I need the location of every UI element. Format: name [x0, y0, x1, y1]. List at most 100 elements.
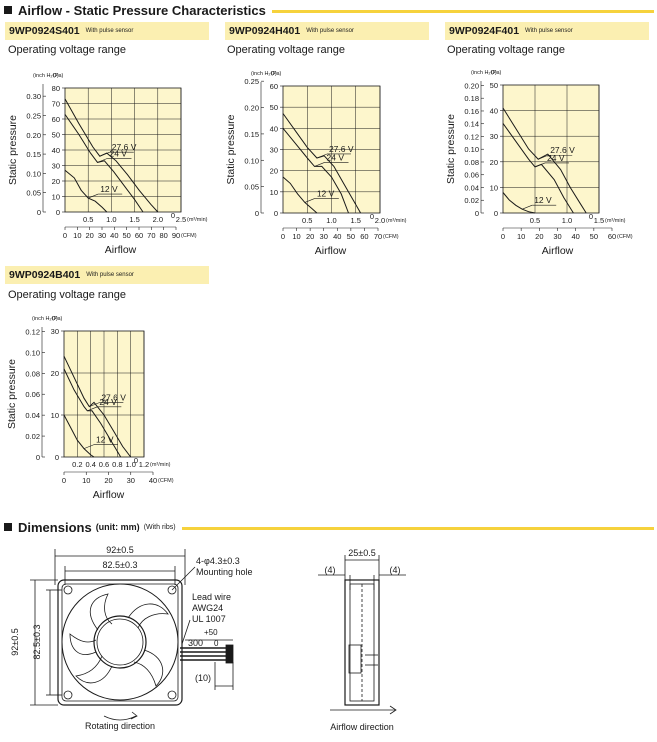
series-line: [282, 176, 318, 214]
lead-wire-label: Lead wire: [192, 592, 231, 602]
series-label-leader: [88, 193, 99, 199]
cfm-tick-label: 60: [135, 231, 143, 240]
x-tick-label: 2.0: [375, 216, 385, 225]
dim-depth: 25±0.5: [348, 548, 375, 558]
x-tick-label: 2.0: [153, 215, 163, 224]
pa-tick-label: 10: [52, 193, 60, 202]
y-axis-title: Static pressure: [6, 359, 18, 429]
cfm-tick-label: 60: [608, 232, 616, 241]
series-label-leader: [89, 402, 100, 407]
pa-unit: (Pa): [491, 70, 502, 76]
series-label-leader: [534, 162, 546, 168]
cfm-tick-label: 50: [590, 232, 598, 241]
x-tick-label: 0.6: [99, 460, 109, 469]
series-line: [63, 355, 132, 458]
dim-side-left: (4): [325, 565, 336, 575]
lead-wire-awg: AWG24: [192, 603, 223, 613]
inch-tick-label: 0.04: [25, 411, 40, 420]
m3-unit: (m³/min): [187, 217, 208, 223]
series-label: 24 V: [109, 148, 127, 158]
x-zero-label: 0: [171, 211, 175, 220]
m3-unit: (m³/min): [605, 218, 626, 224]
pa-tick-label: 30: [270, 146, 278, 155]
cfm-tick-label: 10: [292, 232, 300, 241]
cfm-tick-label: 20: [535, 232, 543, 241]
pa-tick-label: 0: [55, 453, 59, 462]
series-label-leader: [83, 444, 95, 449]
pa-tick-label: 70: [52, 100, 60, 109]
series-label: 24 V: [327, 152, 345, 162]
inch-tick-label: 0.20: [464, 81, 479, 90]
pa-tick-label: 0: [494, 209, 498, 218]
cfm-tick-label: 80: [159, 231, 167, 240]
x-tick-label: 0.2: [72, 460, 82, 469]
pa-tick-label: 60: [52, 115, 60, 124]
inch-unit: (inch H₂O): [471, 70, 497, 76]
cfm-unit: (CFM): [383, 234, 399, 240]
x-tick-label: 1.0: [125, 460, 135, 469]
pa-tick-label: 80: [52, 84, 60, 93]
plot-area: [502, 84, 600, 214]
series-label: 12 V: [96, 435, 114, 445]
inch-unit: (inch H₂O): [251, 71, 277, 77]
model-note: With pulse sensor: [86, 272, 134, 278]
op-label: Operating voltage range: [8, 44, 127, 56]
dim-hole: 4-φ4.3±0.3: [196, 556, 240, 566]
rotating-direction: Rotating direction: [85, 721, 155, 731]
airflow-section-header: Airflow - Static Pressure Characteristic…: [4, 2, 654, 18]
pa-tick-label: 30: [51, 327, 59, 336]
cfm-tick-label: 10: [73, 231, 81, 240]
series-line: [282, 113, 362, 214]
pa-tick-label: 40: [490, 107, 498, 116]
model-bar-s401: 9WP0924S401 With pulse sensor: [5, 22, 209, 40]
x-tick-label: 1.0: [562, 216, 572, 225]
model-bar-f401: 9WP0924F401 With pulse sensor: [445, 22, 649, 40]
dim-inner-width: 82.5±0.3: [103, 560, 138, 570]
x-zero-label: 0: [134, 456, 138, 465]
inch-tick-label: 0.10: [464, 145, 479, 154]
y-axis-title: Static pressure: [7, 115, 19, 185]
pa-tick-label: 20: [52, 177, 60, 186]
section-rule: [271, 9, 654, 13]
series-line: [502, 107, 587, 214]
lead-wire-ul: UL 1007: [192, 614, 226, 624]
dim-outer-height: 92±0.5: [10, 628, 20, 655]
inch-tick-label: 0.25: [244, 77, 259, 86]
inch-tick-label: 0.14: [464, 120, 479, 129]
cfm-tick-label: 30: [98, 231, 106, 240]
fan-side-frame: [344, 579, 380, 706]
cfm-unit: (CFM): [181, 233, 197, 239]
section-bullet-icon: [4, 523, 12, 531]
cfm-tick-label: 0: [501, 232, 505, 241]
inch-tick-label: 0.15: [244, 130, 259, 139]
model-note: With pulse sensor: [306, 28, 354, 34]
series-label: 27.6 V: [329, 144, 354, 154]
chart-9wp0924s401: 0102030405060708000.050.100.150.200.250.…: [7, 73, 208, 256]
model-bar-h401: 9WP0924H401 With pulse sensor: [225, 22, 429, 40]
inch-tick-label: 0.10: [25, 348, 40, 357]
inch-tick-label: 0.06: [464, 171, 479, 180]
inch-tick-label: 0: [475, 209, 479, 218]
m3-unit: (m³/min): [150, 462, 171, 468]
series-label-leader: [314, 162, 325, 167]
inch-tick-label: 0: [36, 453, 40, 462]
dim-side-right: (4): [390, 565, 401, 575]
inch-tick-label: 0.10: [244, 156, 259, 165]
cfm-tick-label: 40: [149, 476, 157, 485]
pa-tick-label: 50: [52, 131, 60, 140]
series-label-leader: [87, 406, 98, 412]
inch-unit: (inch H₂O): [32, 316, 58, 322]
inch-tick-label: 0.02: [464, 196, 479, 205]
y-axis-title: Static pressure: [445, 114, 457, 184]
x-tick-label: 2.5: [176, 215, 186, 224]
series-line: [64, 98, 159, 213]
pa-tick-label: 0: [274, 209, 278, 218]
cfm-tick-label: 30: [127, 476, 135, 485]
series-line: [282, 127, 349, 214]
cfm-tick-label: 60: [360, 232, 368, 241]
x-axis-title: Airflow: [105, 244, 137, 256]
dim-hole-label: Mounting hole: [196, 567, 253, 577]
m3-unit: (m³/min): [386, 218, 407, 224]
